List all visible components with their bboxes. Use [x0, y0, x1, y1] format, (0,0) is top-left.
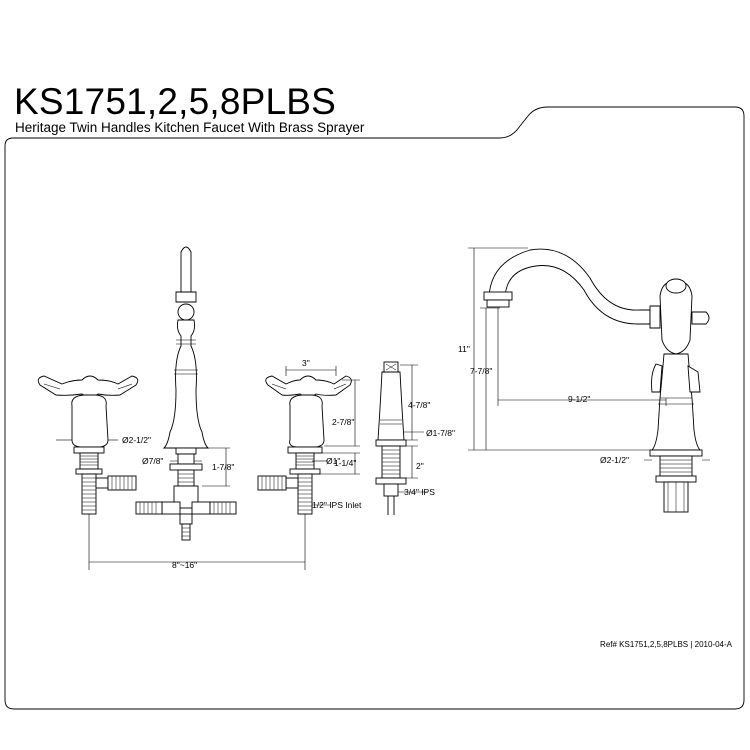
- left-handle-drawing: [37, 375, 139, 515]
- dim-sprayer-ips: 3/4" IPS: [404, 487, 435, 497]
- dim-spout-height: 7-7/8": [470, 366, 492, 376]
- dimension-labels: Ø2-1/2" Ø7/8" 1-7/8" 3" 2-7/8" Ø1" 1-1/4…: [122, 344, 629, 570]
- dim-handle-height: 2-7/8": [332, 417, 354, 427]
- side-view-drawing: [483, 248, 710, 513]
- dim-sprayer-dia: Ø1-7/8": [426, 428, 455, 438]
- dimension-lines: [56, 247, 710, 570]
- dim-spout-shank: 1-7/8": [212, 462, 234, 472]
- center-spout-drawing: [135, 246, 237, 541]
- dim-spread: 8"~16": [172, 560, 197, 570]
- dim-side-base-dia: Ø2-1/2": [600, 455, 629, 465]
- model-number: KS1751,2,5,8PLBS: [14, 81, 337, 122]
- sheet-frame: [4, 106, 745, 710]
- sprayer-drawing: [375, 361, 407, 515]
- dim-handle-dia: Ø2-1/2": [122, 435, 151, 445]
- right-handle-drawing: [257, 375, 352, 515]
- dim-sprayer-height: 4-7/8": [408, 400, 430, 410]
- dim-valve-shank: 1-1/4": [334, 458, 356, 468]
- dim-sprayer-shank: 2": [416, 461, 424, 471]
- dim-total-height: 11": [458, 344, 470, 354]
- reference-footer: Ref# KS1751,2,5,8PLBS | 2010-04-A: [600, 640, 732, 649]
- product-subtitle: Heritage Twin Handles Kitchen Faucet Wit…: [15, 120, 365, 135]
- dim-handle-width: 3": [302, 358, 310, 368]
- dim-spout-base-dia: Ø7/8": [142, 456, 163, 466]
- dim-valve-dia: Ø1": [326, 456, 340, 466]
- dim-inlet: 1/2" IPS Inlet: [312, 500, 362, 510]
- dim-spout-reach: 9-1/2": [568, 394, 590, 404]
